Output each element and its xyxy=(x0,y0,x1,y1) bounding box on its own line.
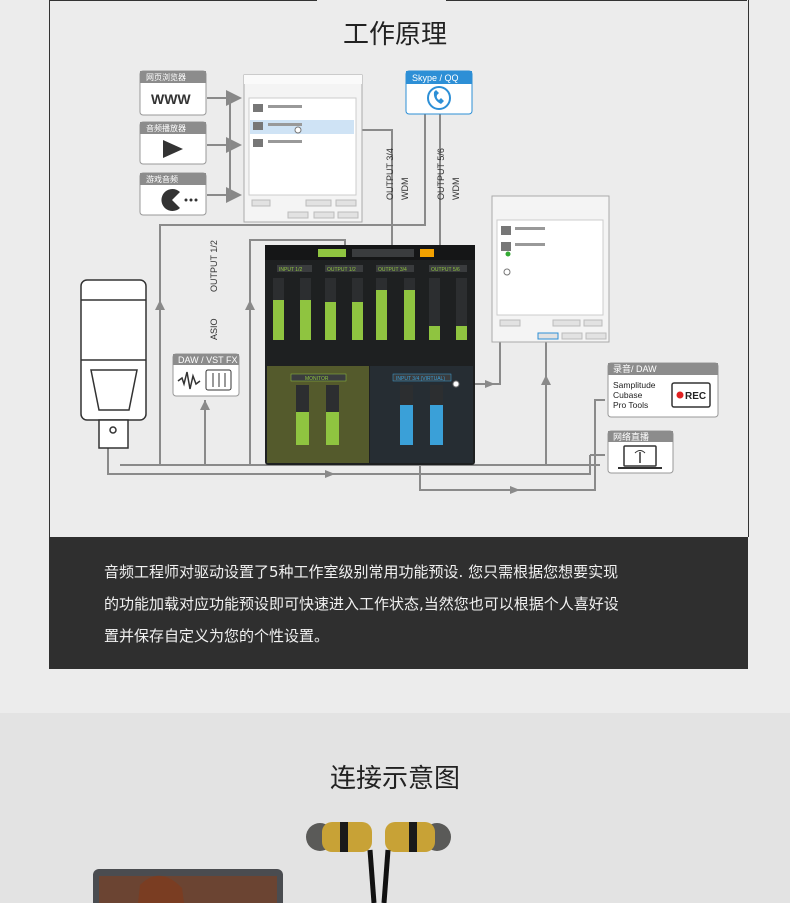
section-title-connection: 连接示意图 xyxy=(329,764,460,794)
svg-text:MONITOR: MONITOR xyxy=(305,376,329,382)
mixer-app: INPUT 1/2 OUTPUT 1/2 OUTPUT 3/4 OUTPUT 5… xyxy=(265,245,475,465)
svg-text:INPUT 3/4 (VIRTUAL): INPUT 3/4 (VIRTUAL) xyxy=(396,376,445,382)
daw-vst-box: DAW / VST FX xyxy=(172,353,240,397)
pacman-icon xyxy=(161,189,180,211)
svg-text:音频播放器: 音频播放器 xyxy=(146,123,186,133)
svg-text:OUTPUT 5/6: OUTPUT 5/6 xyxy=(431,267,460,273)
svg-text:游戏音频: 游戏音频 xyxy=(146,174,178,184)
audio-player-box: 音频播放器 xyxy=(139,121,207,165)
recording-daw-box: 录音/ DAW Samplitude Cubase Pro Tools REC xyxy=(607,362,719,418)
frame-top-border-right xyxy=(446,0,747,1)
svg-text:OUTPUT 1/2: OUTPUT 1/2 xyxy=(209,240,219,292)
svg-text:OUTPUT 3/4: OUTPUT 3/4 xyxy=(378,267,407,273)
svg-text:网页浏览器: 网页浏览器 xyxy=(146,72,186,82)
svg-text:INPUT 1/2: INPUT 1/2 xyxy=(279,267,302,273)
web-browser-box: 网页浏览器 WWW xyxy=(139,70,207,116)
connection-section xyxy=(0,713,790,903)
phone-icon xyxy=(427,86,451,110)
svg-text:DAW / VST FX: DAW / VST FX xyxy=(178,355,238,365)
svg-text:WDM: WDM xyxy=(400,178,410,201)
description-line-2: 的功能加载对应功能预设即可快速进入工作状态,当然您也可以根据个人喜好设 xyxy=(104,595,619,613)
section-title-how-it-works: 工作原理 xyxy=(342,20,447,50)
svg-text:Skype / QQ: Skype / QQ xyxy=(412,73,459,83)
svg-text:OUTPUT 3/4: OUTPUT 3/4 xyxy=(385,148,395,200)
play-icon xyxy=(163,140,183,158)
sound-dialog-2 xyxy=(491,195,610,343)
sound-dialog-1 xyxy=(243,74,363,223)
svg-text:Samplitude: Samplitude xyxy=(613,380,656,390)
skype-box: Skype / QQ xyxy=(405,70,473,115)
microphone-icon xyxy=(80,279,147,449)
description-line-3: 置并保存自定义为您的个性设置。 xyxy=(104,627,330,645)
description-panel: 音频工程师对驱动设置了5种工作室级别常用功能预设. 您只需根据您想要实现 的功能… xyxy=(49,537,748,669)
description-line-1: 音频工程师对驱动设置了5种工作室级别常用功能预设. 您只需根据您想要实现 xyxy=(104,563,619,581)
rec-icon xyxy=(671,382,711,408)
svg-text:Cubase: Cubase xyxy=(613,390,643,400)
svg-text:网络直播: 网络直播 xyxy=(613,431,649,442)
svg-text:OUTPUT 5/6: OUTPUT 5/6 xyxy=(436,148,446,200)
waveform-icon xyxy=(177,371,201,390)
svg-text:ASIO: ASIO xyxy=(209,318,219,340)
svg-text:REC: REC xyxy=(685,391,706,402)
svg-text:WWW: WWW xyxy=(151,91,191,107)
svg-text:录音/ DAW: 录音/ DAW xyxy=(613,363,657,374)
signal-flow-diagram: 网页浏览器 WWW 音频播放器 游戏音频 S xyxy=(80,70,719,494)
live-stream-box: 网络直播 xyxy=(607,430,674,474)
svg-text:OUTPUT 1/2: OUTPUT 1/2 xyxy=(327,267,356,273)
svg-text:Pro Tools: Pro Tools xyxy=(613,400,648,410)
game-audio-box: 游戏音频 xyxy=(139,172,207,216)
frame-top-border-left xyxy=(49,0,317,1)
svg-text:WDM: WDM xyxy=(451,178,461,201)
